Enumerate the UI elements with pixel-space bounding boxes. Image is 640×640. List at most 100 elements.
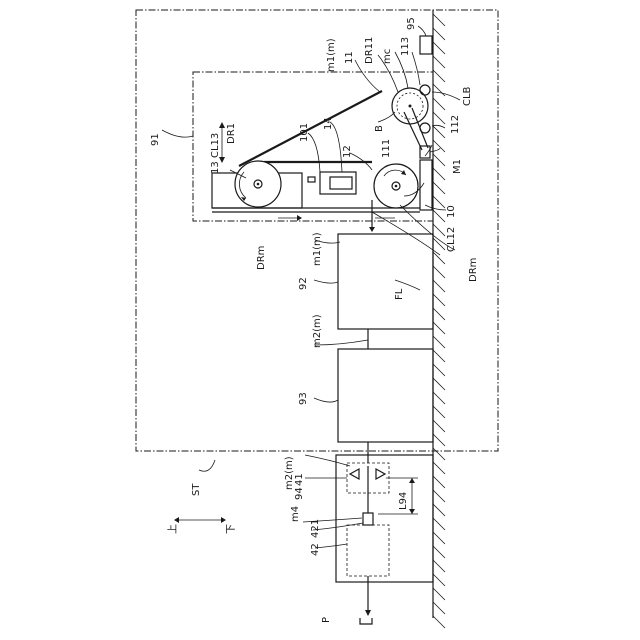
label-dr11: DR11 <box>364 37 375 64</box>
hatch-line <box>433 518 445 530</box>
hatch-line <box>433 126 445 138</box>
label-111: 111 <box>381 139 392 158</box>
label-cl12: CL12 <box>446 227 457 252</box>
box-93 <box>338 349 433 442</box>
hatch-line <box>433 210 445 222</box>
roller-left <box>350 469 359 479</box>
label-fl: FL <box>394 288 405 300</box>
hatch-line <box>433 308 445 320</box>
floor-hatching <box>433 14 445 628</box>
labels: ST P 上 下 91 92 93 95 10 11 12 13 14 101 … <box>150 17 479 623</box>
hatch-line <box>433 168 445 180</box>
label-b: B <box>374 125 385 132</box>
base-plate-10 <box>420 160 432 210</box>
hatch-line <box>433 574 445 586</box>
label-10: 10 <box>446 205 457 218</box>
hatch-line <box>433 560 445 572</box>
label-42: 42 <box>310 543 321 556</box>
hatch-line <box>433 140 445 152</box>
hatch-line <box>433 154 445 166</box>
hatch-line <box>433 490 445 502</box>
box-92 <box>338 234 433 329</box>
hatch-line <box>433 84 445 96</box>
label-94: 94 <box>294 487 305 500</box>
floor <box>433 10 445 628</box>
hatch-line <box>433 14 445 26</box>
hatch-line <box>433 196 445 208</box>
hatch-line <box>433 532 445 544</box>
label-st: ST <box>191 483 202 496</box>
hatch-line <box>433 462 445 474</box>
hatch-line <box>433 420 445 432</box>
hatch-line <box>433 266 445 278</box>
label-dr1: DR1 <box>226 123 237 144</box>
hatch-line <box>433 280 445 292</box>
actuator-14 <box>320 172 356 194</box>
label-m2m-low: m2(m) <box>284 456 295 490</box>
hatch-line <box>433 70 445 82</box>
hatch-line <box>433 322 445 334</box>
hatch-line <box>433 602 445 614</box>
label-clb: CLB <box>462 86 473 106</box>
label-m1m-top: m1(m) <box>326 38 337 72</box>
pulley-13 <box>235 161 281 207</box>
label-93: 93 <box>298 392 309 405</box>
bobbin-b <box>392 85 430 158</box>
label-p: P <box>321 617 332 623</box>
hatch-line <box>433 28 445 40</box>
label-421: 421 <box>310 519 321 538</box>
label-m2m-mid: m2(m) <box>312 314 323 348</box>
hatch-line <box>433 588 445 600</box>
hatch-line <box>433 434 445 446</box>
label-mc: mc <box>382 49 393 64</box>
label-92: 92 <box>298 277 309 290</box>
label-up: 上 <box>167 524 179 534</box>
block-95 <box>420 36 432 54</box>
label-112: 112 <box>450 115 461 134</box>
hatch-line <box>433 294 445 306</box>
label-95: 95 <box>406 17 417 30</box>
label-drm-right: DRm <box>468 258 479 282</box>
hatch-line <box>433 336 445 348</box>
label-41: 41 <box>294 473 305 486</box>
hatch-line <box>433 98 445 110</box>
hatch-line <box>433 406 445 418</box>
label-m1: M1 <box>452 159 463 174</box>
label-14: 14 <box>323 117 334 130</box>
label-cl13: CL13 <box>210 133 221 158</box>
hatch-line <box>433 476 445 488</box>
label-91: 91 <box>150 133 161 146</box>
hatch-line <box>433 378 445 390</box>
unit-42 <box>347 525 389 576</box>
hatch-line <box>433 112 445 124</box>
hatch-line <box>433 224 445 236</box>
hatch-line <box>433 504 445 516</box>
hatch-line <box>433 364 445 376</box>
nozzle-421 <box>363 513 373 525</box>
roller-right <box>376 469 385 479</box>
actuator-rod <box>330 177 352 189</box>
label-m1m-mid: m1(m) <box>312 232 323 266</box>
belt-upper <box>239 91 382 166</box>
label-drm-left: DRm <box>256 246 267 270</box>
hatch-line <box>433 546 445 558</box>
hatch-line <box>433 448 445 460</box>
st-boundary <box>136 10 498 451</box>
label-m4: m4 <box>290 506 301 522</box>
pulley-12 <box>374 164 418 208</box>
feed-arrow <box>369 227 375 232</box>
product-p <box>360 618 372 624</box>
hatch-line <box>433 392 445 404</box>
label-101: 101 <box>299 123 310 142</box>
label-12: 12 <box>342 145 353 158</box>
hatch-line <box>433 616 445 628</box>
label-13: 13 <box>210 161 221 174</box>
label-113: 113 <box>400 37 411 56</box>
hatch-line <box>433 350 445 362</box>
label-l94-dim: L94 <box>398 492 409 510</box>
sensor-101 <box>308 177 315 182</box>
hatch-line <box>433 42 445 54</box>
label-11: 11 <box>344 51 355 64</box>
label-down: 下 <box>226 524 237 534</box>
